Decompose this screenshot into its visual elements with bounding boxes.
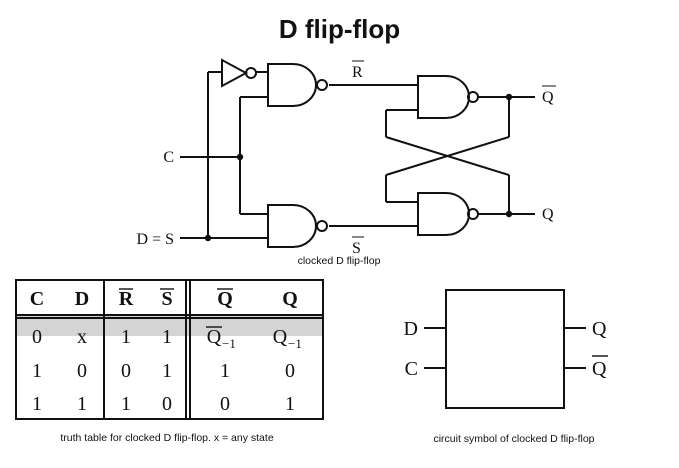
- nand-gate-top-latch-bubble: [467, 91, 479, 103]
- tt-header-q-bar: Q: [217, 288, 233, 310]
- tt-cell: 1: [285, 393, 295, 415]
- truth-table-border: [15, 279, 324, 420]
- junction-dot-d: [204, 234, 212, 242]
- tt-header-q: Q: [282, 288, 298, 310]
- nand-gate-top-latch: [417, 75, 470, 119]
- label-q: Q: [542, 206, 554, 223]
- tt-cell: 1: [162, 360, 172, 382]
- page-title: D flip-flop: [278, 14, 401, 44]
- tt-cell: 1: [121, 393, 131, 415]
- tt-cell: x: [77, 326, 87, 348]
- tt-header-r-bar: R: [119, 288, 134, 310]
- tt-cell: Q: [207, 326, 222, 348]
- label-d-equals-s: D = S: [137, 231, 174, 248]
- truth-table-caption: truth table for clocked D flip-flop. x =…: [60, 432, 273, 444]
- label-c: C: [163, 149, 174, 166]
- symbol-box: [445, 289, 565, 409]
- tt-cell: 1: [32, 360, 42, 382]
- tt-cell: 1: [220, 360, 230, 382]
- truth-table-highlight-row: [16, 316, 323, 336]
- symbol-label-q: Q: [592, 318, 607, 340]
- junction-dot-q-bar: [505, 93, 513, 101]
- tt-cell: 1: [162, 326, 172, 348]
- symbol-caption: circuit symbol of clocked D flip-flop: [433, 433, 594, 445]
- tt-cell: 0: [77, 360, 87, 382]
- not-gate-icon: [221, 58, 249, 88]
- junction-dot-c: [236, 153, 244, 161]
- nand-gate-top-input: [267, 63, 317, 107]
- nand-gate-bottom-input: [267, 204, 317, 248]
- tt-header-c: C: [30, 288, 44, 310]
- label-q-bar: Q: [542, 89, 554, 106]
- symbol-label-c: C: [405, 358, 418, 380]
- tt-subscript: −1: [222, 336, 236, 351]
- tt-cell: 0: [121, 360, 131, 382]
- nand-gate-bottom-latch-bubble: [467, 208, 479, 220]
- tt-cell: 1: [77, 393, 87, 415]
- wire-feedback-q-2: [385, 136, 510, 176]
- tt-header-s-bar: S: [161, 288, 172, 310]
- tt-cell: 0: [220, 393, 230, 415]
- tt-cell: 0: [162, 393, 172, 415]
- label-r-bar: R: [352, 64, 363, 81]
- tt-cell: 1: [121, 326, 131, 348]
- tt-cell: 0: [32, 326, 42, 348]
- symbol-label-d: D: [404, 318, 418, 340]
- circuit-caption: clocked D flip-flop: [298, 255, 381, 267]
- label-s-bar: S: [352, 240, 361, 257]
- tt-cell: 1: [32, 393, 42, 415]
- not-gate-bubble: [245, 67, 257, 79]
- nand-gate-bottom-input-bubble: [316, 220, 328, 232]
- tt-cell: 0: [285, 360, 295, 382]
- tt-header-d: D: [75, 288, 89, 310]
- nand-gate-bottom-latch: [417, 192, 470, 236]
- tt-cell: Q: [273, 326, 288, 348]
- junction-dot-q: [505, 210, 513, 218]
- symbol-label-q-bar: Q: [592, 358, 607, 380]
- nand-gate-top-input-bubble: [316, 79, 328, 91]
- tt-subscript: −1: [288, 336, 302, 351]
